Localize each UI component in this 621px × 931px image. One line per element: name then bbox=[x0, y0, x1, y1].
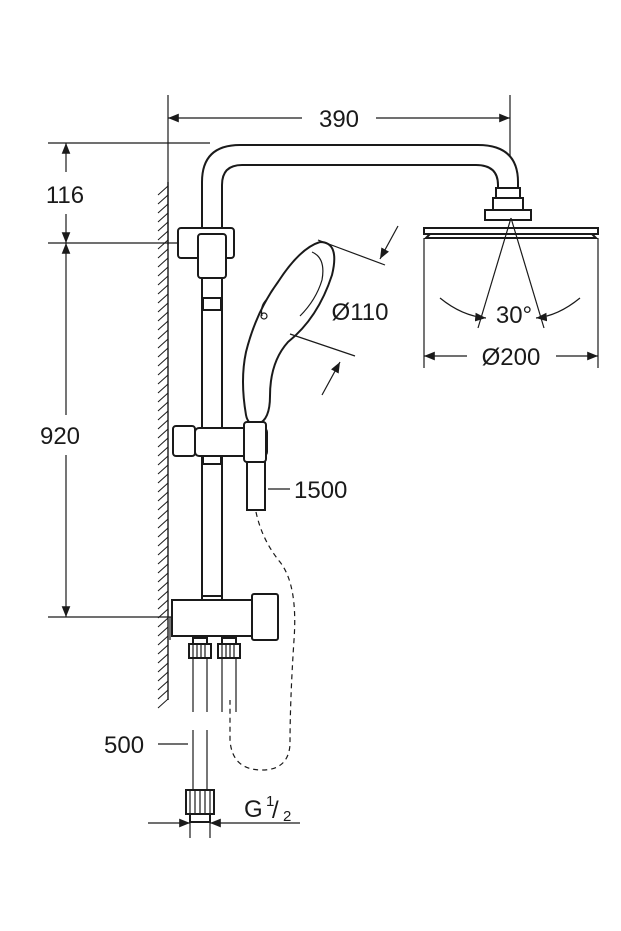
dimension-heights: 116 920 bbox=[40, 142, 210, 618]
thread-slash: / bbox=[272, 797, 279, 824]
wall-hatch-line bbox=[157, 284, 169, 295]
wall-hatch-line bbox=[157, 293, 169, 304]
wall-hatch-line bbox=[157, 221, 169, 232]
wall-hatch-line bbox=[157, 536, 169, 547]
wall-hatch-line bbox=[157, 473, 169, 484]
wall-hatch-line bbox=[157, 311, 169, 322]
thread-label: G bbox=[244, 796, 263, 823]
height-top-label: 116 bbox=[46, 182, 84, 209]
inlet-connectors bbox=[188, 637, 241, 712]
arm-nut bbox=[495, 187, 521, 199]
wall-hatch-line bbox=[157, 626, 169, 637]
wall-hatch-line bbox=[157, 617, 169, 628]
wall-hatch-line bbox=[157, 437, 169, 448]
height-rail-label: 920 bbox=[40, 423, 80, 450]
wall-hatch-line bbox=[157, 374, 169, 385]
wall-hatch-line bbox=[157, 518, 169, 529]
wall-hatch-line bbox=[157, 491, 169, 502]
wall-hatch-line bbox=[157, 392, 169, 403]
wall-hatch-line bbox=[157, 320, 169, 331]
wall-hatch-line bbox=[157, 338, 169, 349]
wall-hatch-line bbox=[157, 275, 169, 286]
wall-hatch-line bbox=[157, 671, 169, 682]
wall-hatch-line bbox=[157, 446, 169, 457]
wall-hatch-line bbox=[157, 185, 169, 196]
handshower-diameter-label: Ø110 bbox=[332, 299, 389, 326]
wall-hatch-line bbox=[157, 572, 169, 583]
wall-hatch-line bbox=[157, 689, 169, 700]
headshower-diameter-label: Ø200 bbox=[482, 344, 541, 371]
thread-numerator: 1 bbox=[266, 793, 274, 810]
wall-hatch-line bbox=[157, 590, 169, 601]
wall-hatch-line bbox=[157, 410, 169, 421]
wall-hatch-line bbox=[157, 302, 169, 313]
hand-shower: Ø110 bbox=[242, 225, 399, 426]
wall-hatch-line bbox=[157, 329, 169, 340]
wall-hatch-line bbox=[157, 257, 169, 268]
wall-hatch-line bbox=[157, 419, 169, 430]
wall-hatch-line bbox=[157, 455, 169, 466]
wall-hatch-line bbox=[157, 230, 169, 241]
thread-denominator: 2 bbox=[283, 808, 291, 825]
wall-hatch-line bbox=[157, 554, 169, 565]
wall-hatch-line bbox=[157, 383, 169, 394]
shower-arm bbox=[201, 144, 521, 240]
wall-hatch-line bbox=[157, 266, 169, 277]
wall-hatch-line bbox=[157, 599, 169, 610]
hose-long: 1500 bbox=[229, 461, 347, 771]
wall-hatch-line bbox=[157, 635, 169, 646]
wall-hatch-line bbox=[157, 563, 169, 574]
wall-hatch-line bbox=[157, 527, 169, 538]
hose-short: 500 G 1 / 2 bbox=[104, 730, 300, 838]
wall-hatch-line bbox=[157, 464, 169, 475]
wall-hatch-line bbox=[157, 428, 169, 439]
hose-short-label: 500 bbox=[104, 732, 144, 759]
wall-hatch-line bbox=[157, 212, 169, 223]
wall-hatch-line bbox=[157, 203, 169, 214]
spray-angle-label: 30° bbox=[496, 302, 532, 329]
wall-hatch-line bbox=[157, 581, 169, 592]
wall-hatch-line bbox=[157, 239, 169, 250]
mixer-body bbox=[169, 463, 279, 641]
wall-hatch-line bbox=[157, 662, 169, 673]
wall-hatch-line bbox=[157, 347, 169, 358]
wall-hatch-line bbox=[157, 545, 169, 556]
wall-hatch-line bbox=[157, 644, 169, 655]
wall-hatch-line bbox=[157, 698, 169, 709]
dimension-width: 390 bbox=[167, 95, 511, 245]
wall-hatch-line bbox=[157, 194, 169, 205]
wall-hatch-line bbox=[157, 482, 169, 493]
hand-shower-holder bbox=[172, 421, 268, 465]
wall-hatch-line bbox=[157, 401, 169, 412]
wall-hatch-line bbox=[157, 500, 169, 511]
wall-hatch-line bbox=[157, 680, 169, 691]
wall-hatch-line bbox=[157, 365, 169, 376]
width-label: 390 bbox=[319, 106, 359, 133]
hose-long-label: 1500 bbox=[294, 477, 347, 504]
wall-hatch-line bbox=[157, 248, 169, 259]
wall-hatch-line bbox=[157, 356, 169, 367]
head-shower: 30° Ø200 bbox=[423, 197, 599, 371]
wall-hatch-line bbox=[157, 653, 169, 664]
wall-hatch-line bbox=[157, 509, 169, 520]
wall bbox=[157, 182, 169, 709]
